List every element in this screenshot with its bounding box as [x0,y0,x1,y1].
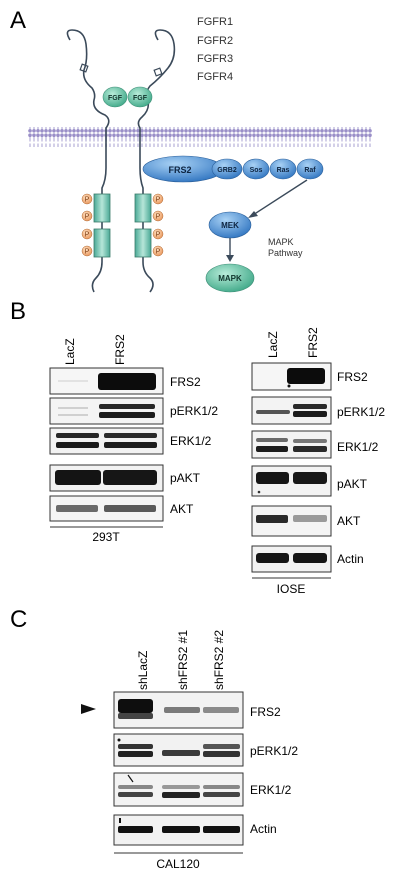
blot-perk [49,397,164,425]
row-label-akt: AKT [170,502,194,516]
lane-label-shlacz: shLacZ [136,651,150,690]
cell-line-cal120: CAL120 [156,857,200,871]
raf-node [296,158,324,180]
pathway-label-2: Pathway [268,248,303,258]
row-label-frs2: FRS2 [170,375,201,389]
kinase-domain-left-2 [93,228,111,258]
mek-node-label: MEK [221,221,239,230]
panel-c: shLacZ shFRS2 #1 shFRS2 #2 FRS2 pERK1/2 … [81,630,298,871]
receptor-label-4: FGFR4 [197,71,233,83]
row-label-erk: ERK1/2 [170,434,212,448]
panel-b-left: LacZ FRS2 FRS2 pERK1/2 ERK1/2 pAKT AKT 2… [49,334,218,544]
grb2-node [211,158,243,180]
pathway-label-1: MAPK [268,237,294,247]
blot-erk [251,430,332,459]
lane-label-lacz: LacZ [266,331,280,358]
cell-line-iose: IOSE [277,582,306,596]
mapk-node [205,263,255,293]
ras-node [269,158,297,180]
phosphate-label: P [156,214,161,221]
grb2-node-label: GRB2 [217,167,237,174]
row-label-pakt: pAKT [170,471,201,485]
row-label-erk: ERK1/2 [250,783,292,797]
phosphate-label: P [85,197,90,204]
lane-label-frs2: FRS2 [113,334,127,365]
row-label-perk: pERK1/2 [337,405,385,419]
panel-a-diagram: FGFR1 FGFR2 FGFR3 FGFR4 FGF FGF P [28,16,372,293]
phosphate-right-3 [152,228,164,240]
kinase-domain-right-1 [134,193,152,223]
cell-membrane [28,127,372,147]
intracellular-left [91,148,107,293]
arrowhead [226,255,234,262]
panel-letter-b: B [10,298,26,325]
ig-domain-right [153,67,163,77]
sos-node [242,158,270,180]
phosphate-label: P [85,249,90,256]
row-label-erk: ERK1/2 [337,440,379,454]
receptor-label-3: FGFR3 [197,53,233,65]
phosphate-label: P [156,232,161,239]
row-label-perk: pERK1/2 [170,404,218,418]
phosphate-right-2 [152,210,164,222]
fgf-ligand-left [102,86,128,108]
row-label-akt: AKT [337,514,361,528]
intracellular-right [139,148,154,293]
panel-letter-c: C [10,606,27,633]
row-label-actin: Actin [337,552,364,566]
sos-node-label: Sos [250,167,263,174]
lane-label-lacz: LacZ [63,338,77,365]
panel-b-right: LacZ FRS2 FRS2 pERK1/2 ERK1/2 pAKT AKT A… [251,327,385,596]
cell-line-293t: 293T [92,530,120,544]
frs2-node-label: FRS2 [168,165,191,175]
phosphate-label: P [156,197,161,204]
receptor-label-2: FGFR2 [197,35,233,47]
lane-label-frs2: FRS2 [306,327,320,358]
panel-letter-a: A [10,7,26,34]
row-label-pakt: pAKT [337,477,368,491]
fgf-label-left: FGF [108,95,123,102]
phosphate-left-4 [81,245,93,257]
fgf-ligand-right [127,86,153,108]
blot-erk [113,772,244,807]
phosphate-left-1 [81,193,93,205]
phosphate-left-3 [81,228,93,240]
ig-domain-left [79,63,89,73]
raf-to-mek-arrow [252,179,308,216]
lane-label-shfrs2-2: shFRS2 #2 [212,630,226,690]
arrowhead-marker [81,704,96,714]
row-label-perk: pERK1/2 [250,744,298,758]
phosphate-label: P [85,214,90,221]
receptor-chain-left [66,29,110,148]
mapk-node-label: MAPK [218,274,242,283]
blot-erk [49,427,164,455]
phosphate-right-1 [152,193,164,205]
arrowhead [248,211,258,218]
phosphate-left-2 [81,210,93,222]
phosphate-label: P [85,232,90,239]
row-label-frs2: FRS2 [337,370,368,384]
kinase-domain-right-2 [134,228,152,258]
raf-node-label: Raf [304,167,316,174]
row-label-actin: Actin [250,822,277,836]
receptor-label-1: FGFR1 [197,16,233,28]
receptor-chain-right [137,29,176,148]
lane-label-shfrs2-1: shFRS2 #1 [176,630,190,690]
row-label-frs2: FRS2 [250,705,281,719]
phosphate-right-4 [152,245,164,257]
phosphate-label: P [156,249,161,256]
fgf-label-right: FGF [133,95,148,102]
kinase-domain-left-1 [93,193,111,223]
ras-node-label: Ras [277,167,290,174]
